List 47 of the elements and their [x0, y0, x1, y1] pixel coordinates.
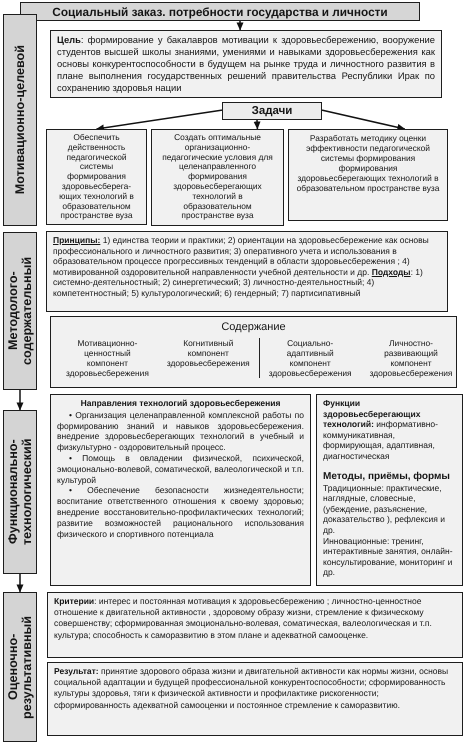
text-box	[47, 662, 463, 736]
heading: Направления технологий здоровьесбережения	[80, 398, 282, 409]
stage-label: Методолого-содержательный	[6, 256, 34, 368]
heading-box	[222, 102, 322, 120]
paragraph: Критерии: интерес и постоянная мотивация к здоровьесбережению ; личностно-ценностное отношение к двигательной активности , здоровому образу жизни, стремление к физическому совершенству; сформированная эмоционально-волевая, соматическая, валеологическая и т.п. культура; способность к саморазвитию в этом плане и адекватной самооценке.	[54, 596, 433, 641]
column-text: Когнитивный компонент здоровьесбережения	[166, 338, 251, 368]
text-box	[46, 231, 448, 312]
stage-label: Оценочно-результативный	[6, 614, 34, 721]
stage-box	[3, 592, 37, 742]
paragraph: Цель: формирование у бакалавров мотивации к здоровьесбережению, вооружение студентов высшей школы знаниями, умениями и навыками здоровьесбережения как основы конкурентоспособности в будущем на рынке труда и личностного развития в плане выполнения государственных решений правительства Республики Ирак по сохранению здоровья нации	[57, 34, 435, 94]
heading: Методы, приёмы, формы	[323, 470, 451, 483]
text-box	[47, 592, 463, 658]
stage-box	[3, 410, 37, 574]
list-item: • Обеспечение безопасности жизнедеятельности; воспитание ответственного отношения к своему здоровью; внедрение восстановительно-профилактических технологий; развитие возможностей рационального использования физического и спортивного потенциала	[57, 485, 304, 540]
paragraph: Традиционные: практические, наглядные, словесные, (убеждение, разъяснение, доказательство ), рефлексия и др.	[323, 482, 446, 536]
heading: Содержание	[220, 320, 287, 334]
paragraph: Обеспечить действенность педагогической системы формирования здоровьесберега-ющих технологий в образовательном пространстве вуза	[58, 133, 135, 222]
text-box	[151, 129, 284, 226]
title-box	[20, 2, 420, 21]
paragraph: Результат: принятие здорового образа жизни и двигательной активности как нормы жизни, основы социальной адаптации и будущей профессиональной конкурентоспособности; сформированность культуры здоровья, тяги к физической активности и профилактике рискогенности; сформированность адекватной самооценки и постоянное стремление к саморазвитию.	[54, 666, 450, 711]
stage-box	[3, 232, 37, 390]
stage-label: Мотивационно-целевой	[13, 45, 27, 195]
arrow	[254, 120, 261, 130]
paragraph: Разработать методику оценки эффективности педагогической системы формирования формирования здоровьесберегающих технологий в образовательном пространстве вуза	[296, 133, 440, 193]
text-box	[50, 394, 311, 586]
stage-box	[3, 14, 37, 226]
paragraph: Принципы: 1) единства теории и практики; 2) ориентации на здоровьесбережение как основы профессионального и личностного развития; 3) оперативного учета и использования в образовательном процессе прогрессивных тенденций в области здоровьесбережения ; 4) мотивированной оздоровительной направленности учебной деятельности и др. Подходы: 1) системно-деятельностный; 2) синергетический; 3) личностно-деятельностный; 4) компетентностный; 5) культурологический; 6) гендерный; 7) партисипативный	[53, 235, 430, 298]
arrow	[16, 574, 24, 592]
column-text: Социально-адаптивный компонент здоровьесбережения	[268, 338, 353, 378]
paragraph: Создать оптимальные организационно-педагогические условия для целенаправленного формирования здоровьесберегающих технологий в образовательном пространстве вуза	[161, 133, 274, 222]
title-text: Социальный заказ. потребности государства и личности	[52, 4, 388, 18]
paragraph: Инновационные: тренинг, интерактивные занятия, онлайн-консультирование, мониторинг и др.	[323, 536, 454, 578]
stage-label: Функционально-технологический	[6, 438, 34, 548]
text-box	[50, 316, 457, 388]
column-text: Мотивационно-ценностный компонент здоровьесбережения	[65, 338, 150, 378]
list-item: • Организация целенаправленной комплексной работы по формированию знаний и навыков здоровьесбережения. внедрение здоровьесберегающих технологий в учебный и физкультурно - оздоровительный процесс.	[57, 410, 304, 453]
paragraph: Функции здоровьесберегающих технологий: информативно-коммуникативная, формирующая, адаптивная, диагностическая	[323, 398, 439, 462]
text-box	[46, 129, 147, 225]
text-box	[316, 394, 463, 586]
arrow	[236, 21, 244, 30]
arrow	[16, 390, 24, 410]
heading: Задачи	[252, 104, 292, 118]
list-item: • Помощь в овладении физической, психической, эмоционально-волевой, соматической, валеологической и т.п. культурой	[57, 452, 304, 486]
arrow	[96, 109, 222, 132]
text-box	[288, 129, 448, 221]
arrow	[322, 109, 406, 131]
column-text: Личностно-развивающий компонент здоровьесбережения	[368, 338, 454, 378]
